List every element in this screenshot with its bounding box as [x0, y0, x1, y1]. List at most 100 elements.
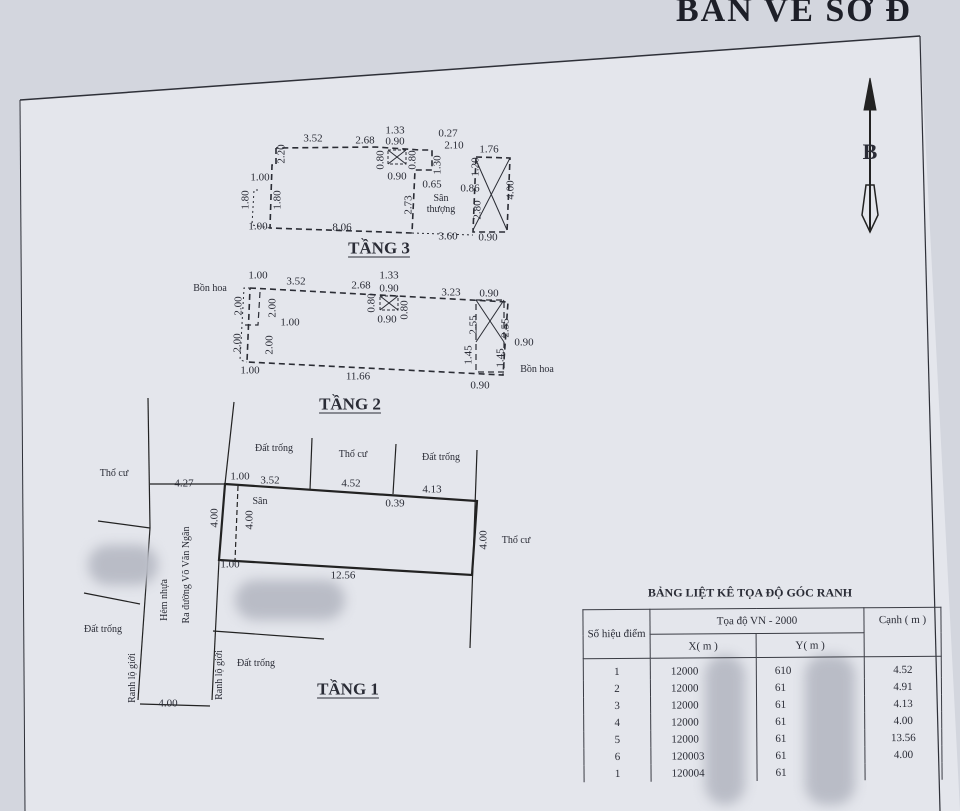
compass-label: B — [862, 139, 878, 164]
floor2-dimension-label: 2.00 — [231, 333, 244, 353]
cell-edge: 4.00 — [864, 711, 942, 730]
cell-y: 61 — [756, 678, 865, 697]
floor1-dimension-label: Đất trống — [83, 624, 123, 635]
floor1-dimension-label: 4.52 — [341, 477, 361, 490]
cell-point: 4 — [583, 713, 651, 732]
cell-point: 2 — [583, 679, 651, 698]
floor3-dimension-label: 1.33 — [385, 124, 405, 137]
cell-edge: 13.56 — [864, 728, 942, 747]
floor1-dimension-label: 4.00 — [477, 530, 490, 550]
coord-table: Số hiệu điểm Tọa độ VN - 2000 Cạnh ( m )… — [582, 607, 943, 783]
floor1-dimension-label: 1.00 — [230, 470, 250, 483]
floor3-dimension-label: 0.90 — [478, 231, 498, 244]
cell-edge — [864, 762, 943, 781]
floor2-dimension-label: 1.45 — [494, 348, 507, 368]
floor3-dimension-label: 4.00 — [504, 180, 517, 200]
floor1-dimension-label: 4.00 — [158, 697, 178, 710]
floor2-dimension-label: 1.45 — [462, 345, 475, 365]
floor2-dimension-label: 3.52 — [286, 275, 306, 288]
cell-point: 5 — [583, 730, 651, 749]
floor2-dimension-label: 0.80 — [365, 293, 378, 313]
floor3-dimension-label: thượng — [426, 204, 456, 215]
floor2-dimension-label: 1.00 — [280, 316, 300, 329]
col-edge: Cạnh ( m ) — [863, 607, 942, 657]
cell-edge: 4.00 — [864, 745, 942, 764]
floor2-dimension-label: 2.68 — [351, 279, 371, 292]
floor2-dimension-label: 0.90 — [470, 379, 490, 392]
floor1-dimension-label: Đất trống — [254, 443, 294, 454]
floor1-dimension-label: 4.00 — [243, 510, 256, 530]
floor1-dimension-label: 4.13 — [422, 483, 442, 496]
floor2-dimension-label: 0.90 — [379, 282, 399, 295]
cell-edge: 4.91 — [864, 677, 942, 696]
cell-y: 61 — [756, 729, 865, 748]
redacted-area — [88, 545, 158, 585]
floor1-dimension-label: Sân — [252, 496, 268, 507]
floor1-dimension-label: Hẻm nhựa — [159, 579, 170, 621]
floor3-dimension-label: 0.27 — [438, 127, 458, 140]
cell-point: 1 — [583, 764, 652, 783]
floor2-dimension-label: 2.00 — [266, 298, 279, 318]
floor1-dimension-label: 12.56 — [330, 569, 356, 582]
floor1-dimension-label: Đất trống — [421, 452, 461, 463]
sheet-border-right — [919, 35, 941, 811]
floor3-dimension-label: 0.65 — [422, 178, 442, 191]
cell-x: 12000 — [650, 730, 757, 748]
floor3-dimension-label: 2.20 — [275, 144, 288, 164]
col-y: Y( m ) — [756, 632, 865, 658]
floor1-dimension-label: 4.27 — [174, 477, 194, 490]
floor3-dimension-label: 0.90 — [385, 135, 405, 148]
cell-y: 61 — [756, 746, 865, 765]
floor2-dimension-label: 0.80 — [398, 300, 411, 320]
floor3-dimension-label: 1.20 — [469, 157, 482, 177]
document-title: BẢN VẼ SƠ Đ — [676, 0, 912, 29]
floor1-plan — [83, 397, 479, 707]
col-system: Tọa độ VN - 2000 — [649, 607, 865, 635]
coord-table-title: BẢNG LIỆT KÊ TỌA ĐỘ GÓC RANH — [647, 585, 853, 600]
floor3-dimension-label: 0.80 — [406, 150, 419, 170]
floor3-dimension-label: 1.30 — [431, 155, 444, 175]
cell-x: 12000 — [650, 679, 757, 697]
floor1-dimension-label: Ra đường Võ Văn Ngân — [181, 526, 192, 624]
redacted-area — [235, 580, 345, 620]
cell-x: 120004 — [650, 764, 758, 782]
floor2-dimension-label: Bồn hoa — [193, 283, 227, 294]
floor2-dimension-label: 3.23 — [441, 286, 461, 299]
cell-x: 12000 — [650, 657, 757, 680]
floor3-title: TẦNG 3 — [348, 238, 410, 258]
floor1-dimension-label: Đất trống — [236, 658, 276, 669]
sheet-border-left — [19, 99, 26, 811]
col-point: Số hiệu điểm — [582, 609, 651, 659]
floor3-dimension-label: 2.73 — [402, 195, 415, 215]
north-arrow-icon — [861, 77, 879, 234]
cell-edge: 4.52 — [864, 656, 942, 679]
floor3-dimension-label: 3.60 — [438, 230, 458, 243]
col-x: X( m ) — [650, 633, 757, 659]
floor1-dimension-label: 0.39 — [385, 497, 405, 510]
floor2-dimension-label: Bồn hoa — [520, 364, 554, 375]
floor3-dimension-label: 1.80 — [271, 190, 284, 210]
floor3-dimension-label: 0.86 — [460, 182, 480, 195]
floor1-dimension-label: 3.52 — [260, 474, 280, 487]
floor2-dimension-label: 1.33 — [379, 269, 399, 282]
floor1-dimension-label: Thổ cư — [338, 449, 368, 460]
cell-y: 61 — [756, 763, 866, 782]
floor3-dimension-label: 1.00 — [250, 171, 270, 184]
floor3-dimension-label: 0.90 — [387, 170, 407, 183]
floor2-plan — [239, 287, 509, 376]
floor2-dimension-label: 2.55 — [499, 318, 512, 338]
floor1-title: TẦNG 1 — [317, 679, 379, 699]
floor2-dimension-label: 0.90 — [514, 336, 534, 349]
floor1-dimension-label: 1.00 — [220, 558, 240, 571]
floor2-dimension-label: 2.55 — [467, 315, 480, 335]
floor3-dimension-label: 1.76 — [479, 143, 499, 156]
floor1-dimension-label: Ranh lộ giới — [214, 650, 225, 700]
floor2-dimension-label: 11.66 — [345, 370, 371, 383]
cell-x: 12000 — [650, 696, 757, 714]
floor3-dimension-label: 2.68 — [355, 134, 375, 147]
floor2-dimension-label: 1.00 — [240, 364, 260, 377]
cell-point: 3 — [583, 696, 651, 715]
floor1-dimension-label: Ranh lộ giới — [127, 653, 138, 703]
